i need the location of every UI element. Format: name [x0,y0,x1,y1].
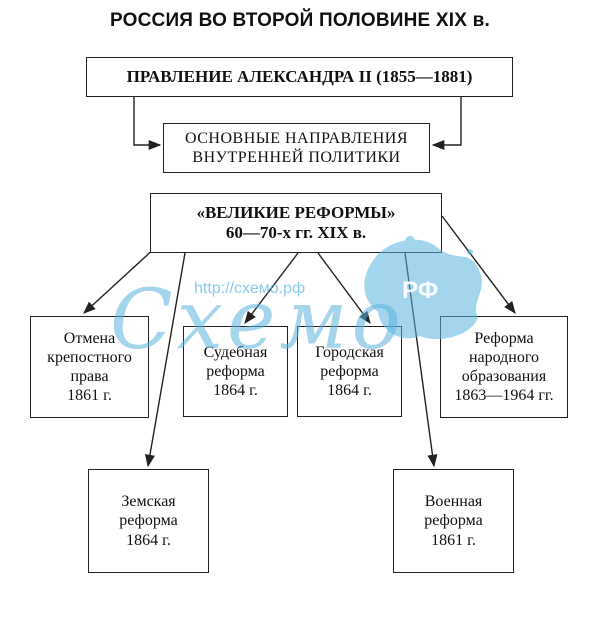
great-reforms-line1: «ВЕЛИКИЕ РЕФОРМЫ» [196,202,396,222]
education-line3: образования [461,368,547,385]
education-line2: народного [468,348,540,366]
watermark-drop-2 [467,249,473,255]
judicial-line1: Судебная [203,343,268,361]
military-line1: Военная [424,493,483,511]
arrow-to-zemstvo [144,252,186,468]
zemstvo-line1: Земская [121,493,176,511]
zemstvo-reform-box: Земская реформа 1864 г. [88,469,209,573]
reign-label: ПРАВЛЕНИЕ АЛЕКСАНДРА II (1855—1881) [126,66,473,86]
arrow-reign-left [133,97,162,151]
great-reforms-line2: 60—70-х гг. XIX в. [225,223,367,242]
military-line2: реформа [424,512,483,530]
education-reform-box: Реформа народного образования 1863—1964 … [440,316,568,418]
education-line1: Реформа [474,329,534,347]
military-reform-box: Военная реформа 1861 г. [393,469,514,573]
judicial-line2: реформа [206,362,265,380]
directions-box: ОСНОВНЫЕ НАПРАВЛЕНИЯ ВНУТРЕННЕЙ ПОЛИТИКИ [163,123,430,173]
watermark-badge: РФ [402,277,438,304]
watermark-url: http://схемо.рф [194,280,305,297]
judicial-reform-box: Судебная реформа 1864 г. [183,326,288,417]
directions-line1: ОСНОВНЫЕ НАПРАВЛЕНИЯ [184,129,409,147]
city-year: 1864 г. [327,382,372,400]
education-year: 1863—1964 гг. [454,387,554,405]
military-year: 1861 г. [431,531,476,549]
great-reforms-box: «ВЕЛИКИЕ РЕФОРМЫ» 60—70-х гг. XIX в. [150,193,442,253]
serfdom-line3: права [70,368,109,385]
arrow-to-military [404,252,438,468]
serfdom-line2: крепостного [47,348,132,366]
serfdom-year: 1861 г. [67,387,112,405]
city-line1: Городская [315,343,384,361]
diagram-title: РОССИЯ ВО ВТОРОЙ ПОЛОВИНЕ XIX в. [110,10,490,31]
reign-box: ПРАВЛЕНИЕ АЛЕКСАНДРА II (1855—1881) [86,57,513,97]
serfdom-line1: Отмена [63,329,116,347]
city-reform-box: Городская реформа 1864 г. [297,326,402,417]
arrow-to-education [441,215,516,315]
zemstvo-line2: реформа [119,512,178,530]
directions-line2: ВНУТРЕННЕЙ ПОЛИТИКИ [192,149,401,166]
zemstvo-year: 1864 г. [126,531,171,549]
arrow-to-city [317,252,371,325]
arrow-reign-right [431,97,462,151]
city-line2: реформа [320,362,379,380]
arrow-to-judicial [244,252,299,325]
serfdom-reform-box: Отмена крепостного права 1861 г. [30,316,149,418]
judicial-year: 1864 г. [213,382,258,400]
